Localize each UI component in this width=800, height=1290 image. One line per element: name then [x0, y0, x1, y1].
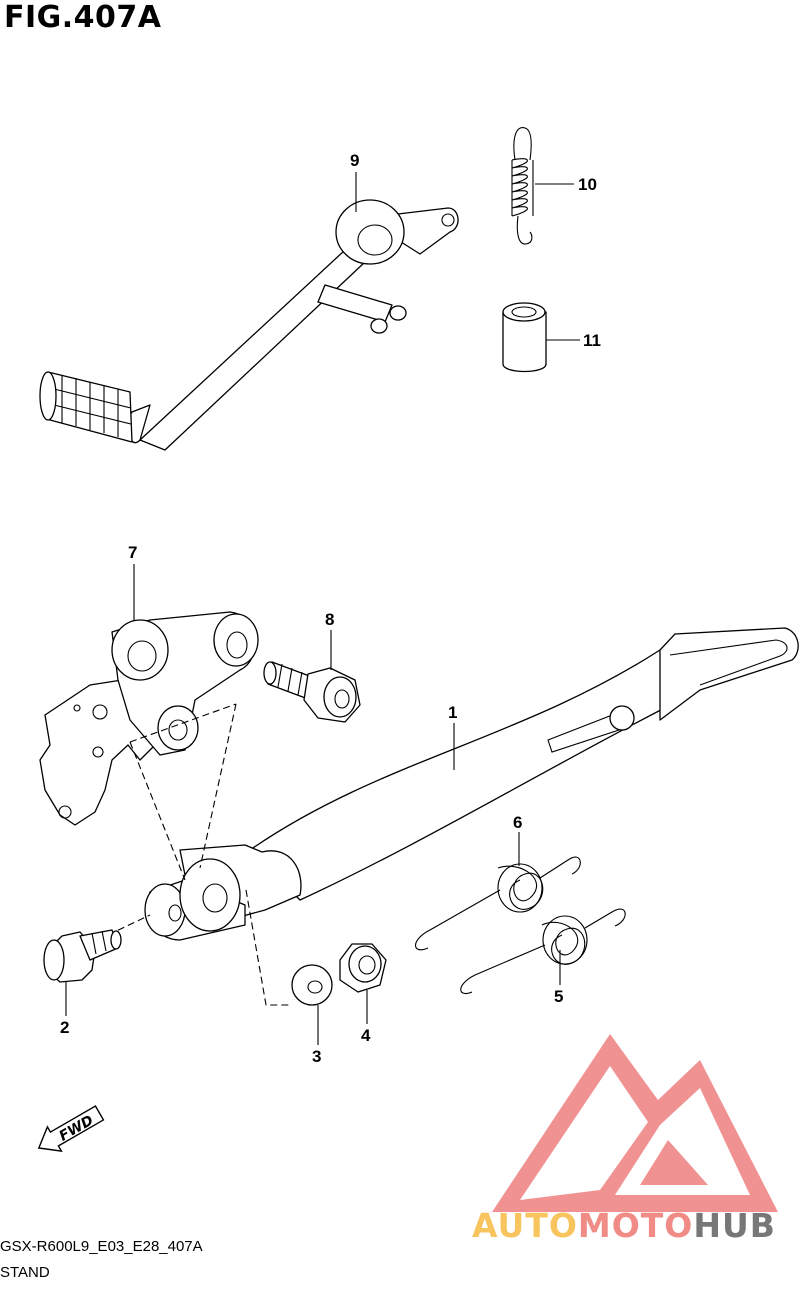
collar-part-11	[502, 302, 547, 373]
bolt-part-8	[263, 661, 361, 723]
callout-8: 8	[325, 610, 334, 629]
callout-9: 9	[350, 151, 359, 170]
figure-name: STAND	[0, 1264, 50, 1281]
bracket-part-7	[39, 611, 259, 826]
watermark-moto: MOTO	[577, 1206, 694, 1245]
spring-part-6	[414, 856, 581, 951]
callout-6: 6	[513, 813, 522, 832]
callout-11: 11	[583, 331, 601, 350]
fwd-arrow-icon: FWD	[37, 1105, 105, 1153]
callout-4: 4	[361, 1026, 371, 1045]
callout-numbers: 9 10 11 7 8 1 6 5 2 4 3	[60, 151, 601, 1066]
callout-10: 10	[578, 175, 597, 194]
figure-code: GSX-R600L9_E03_E28_407A	[0, 1238, 203, 1255]
watermark-text: AUTOMOTOHUB	[472, 1206, 776, 1245]
assembly-guides	[107, 703, 290, 1006]
callout-3: 3	[312, 1047, 321, 1066]
spring-part-5	[460, 908, 626, 994]
washer-part-3	[291, 964, 333, 1006]
spring-part-10	[511, 127, 534, 245]
leader-lines	[65, 172, 580, 1045]
pedal-part-9	[39, 199, 459, 451]
callout-7: 7	[128, 543, 137, 562]
callout-5: 5	[554, 987, 563, 1006]
callout-1: 1	[448, 703, 457, 722]
figure-title: FIG.407A	[4, 0, 162, 35]
watermark-hub: HUB	[693, 1206, 776, 1245]
stand-part-1	[144, 627, 799, 941]
callout-2: 2	[60, 1018, 69, 1037]
nut-part-4	[339, 943, 387, 993]
watermark-auto: AUTO	[472, 1206, 578, 1245]
watermark-logo-icon	[492, 1034, 778, 1212]
pivot-bolt-part-2	[43, 929, 122, 983]
